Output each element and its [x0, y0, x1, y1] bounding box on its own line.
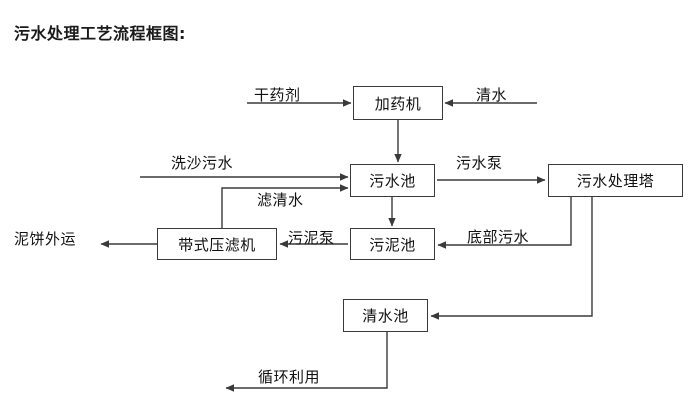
edge-label-sand-wash-sewage: 洗沙污水: [171, 154, 234, 172]
node-dosing-machine[interactable]: 加药机: [353, 86, 443, 120]
node-clear-water-pool[interactable]: 清水池: [343, 299, 428, 332]
edge-label-sewage-pump: 污水泵: [456, 154, 503, 172]
terminal-label-mud-cake-out: 泥饼外运: [14, 230, 77, 248]
edge-label-sludge-pump: 污泥泵: [288, 229, 335, 247]
edge-label-recycle-reuse: 循环利用: [258, 368, 321, 386]
node-treatment-tower[interactable]: 污水处理塔: [548, 164, 683, 197]
node-belt-filter-press[interactable]: 带式压滤机: [157, 228, 277, 260]
page-title: 污水处理工艺流程框图:: [14, 24, 186, 43]
wire-tower-to-sludge-pool: [437, 197, 572, 249]
edge-label-filtered-clear-water: 滤清水: [257, 191, 304, 209]
wire-clear-water-pool-to-recycle: [225, 332, 388, 392]
edge-label-bottom-sewage: 底部污水: [467, 228, 530, 246]
node-wastewater-pool[interactable]: 污水池: [350, 164, 435, 197]
edge-label-clean-water: 清水: [476, 86, 508, 104]
wire-filtered-water-to-wastewater-pool: [221, 184, 349, 228]
node-sludge-pool[interactable]: 污泥池: [350, 228, 435, 260]
edge-label-dry-chemical: 干药剂: [254, 86, 301, 104]
wire-tower-to-clear-water-pool: [430, 197, 593, 320]
